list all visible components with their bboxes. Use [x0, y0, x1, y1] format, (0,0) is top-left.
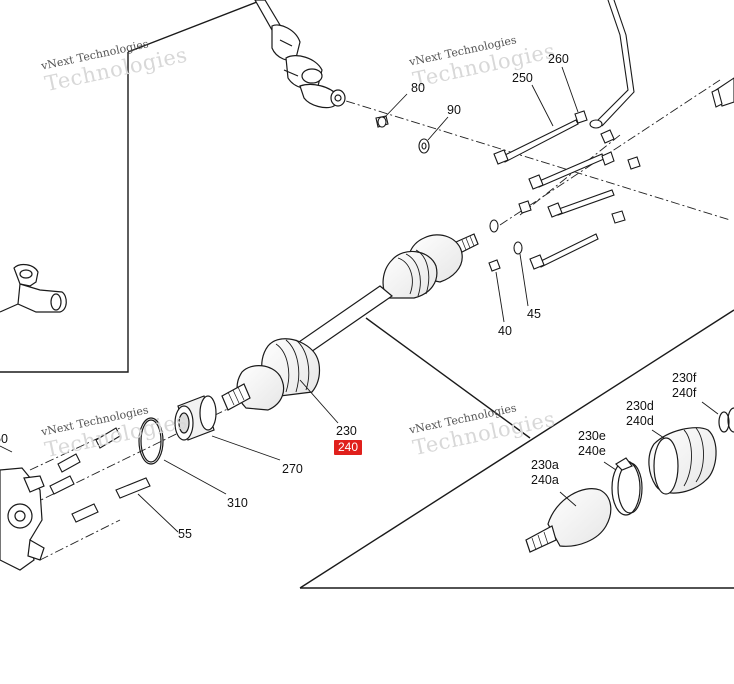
- callout-310[interactable]: 310: [227, 496, 248, 510]
- assembly-centerlines: [0, 79, 731, 561]
- callout-240a[interactable]: 240a: [531, 473, 559, 487]
- tube: [589, 0, 635, 129]
- callout-260[interactable]: 260: [548, 52, 569, 66]
- detail-230e-clamp: [611, 457, 643, 516]
- part-260-nuts: [518, 110, 641, 224]
- part-270-bearing: [174, 395, 217, 441]
- drive-shaft-assembly: [221, 233, 479, 411]
- callout-240d[interactable]: 240d: [626, 414, 654, 428]
- part-55-studs: [49, 427, 151, 523]
- inset-frame-right: [299, 309, 734, 589]
- callout-230e[interactable]: 230e: [578, 429, 606, 443]
- detail-230a-joint: [525, 488, 612, 553]
- callout-55[interactable]: 55: [178, 527, 192, 541]
- part-80-bolt: [375, 115, 389, 128]
- prop-shaft-ujoint: [254, 0, 346, 109]
- part-310-ring: [138, 417, 164, 465]
- leader-lines: [0, 66, 719, 533]
- detail-230f-clamp: [718, 407, 734, 433]
- callout-240f[interactable]: 240f: [672, 386, 697, 400]
- part-40-45-clips: [488, 219, 523, 272]
- part-90-washer: [418, 138, 430, 154]
- callout-240-highlighted[interactable]: 240: [334, 440, 363, 455]
- callout-270[interactable]: 270: [282, 462, 303, 476]
- callout-230f[interactable]: 230f: [672, 371, 697, 385]
- yoke-inset: [0, 263, 67, 313]
- callout-40[interactable]: 40: [498, 324, 512, 338]
- callout-230a[interactable]: 230a: [531, 458, 559, 472]
- wheel-hub: [0, 467, 45, 571]
- callout-230[interactable]: 230: [336, 424, 357, 438]
- callout-230d[interactable]: 230d: [626, 399, 654, 413]
- callout-50-partial[interactable]: 50: [0, 432, 8, 446]
- callout-45[interactable]: 45: [527, 307, 541, 321]
- inset-frame-left: [0, 0, 263, 373]
- callout-240e[interactable]: 240e: [578, 444, 606, 458]
- part-250-bolts: [493, 119, 615, 270]
- callout-80[interactable]: 80: [411, 81, 425, 95]
- shaft-end-upper-right: [711, 77, 734, 108]
- detail-230d-boot: [648, 427, 717, 495]
- callout-250[interactable]: 250: [512, 71, 533, 85]
- callout-90[interactable]: 90: [447, 103, 461, 117]
